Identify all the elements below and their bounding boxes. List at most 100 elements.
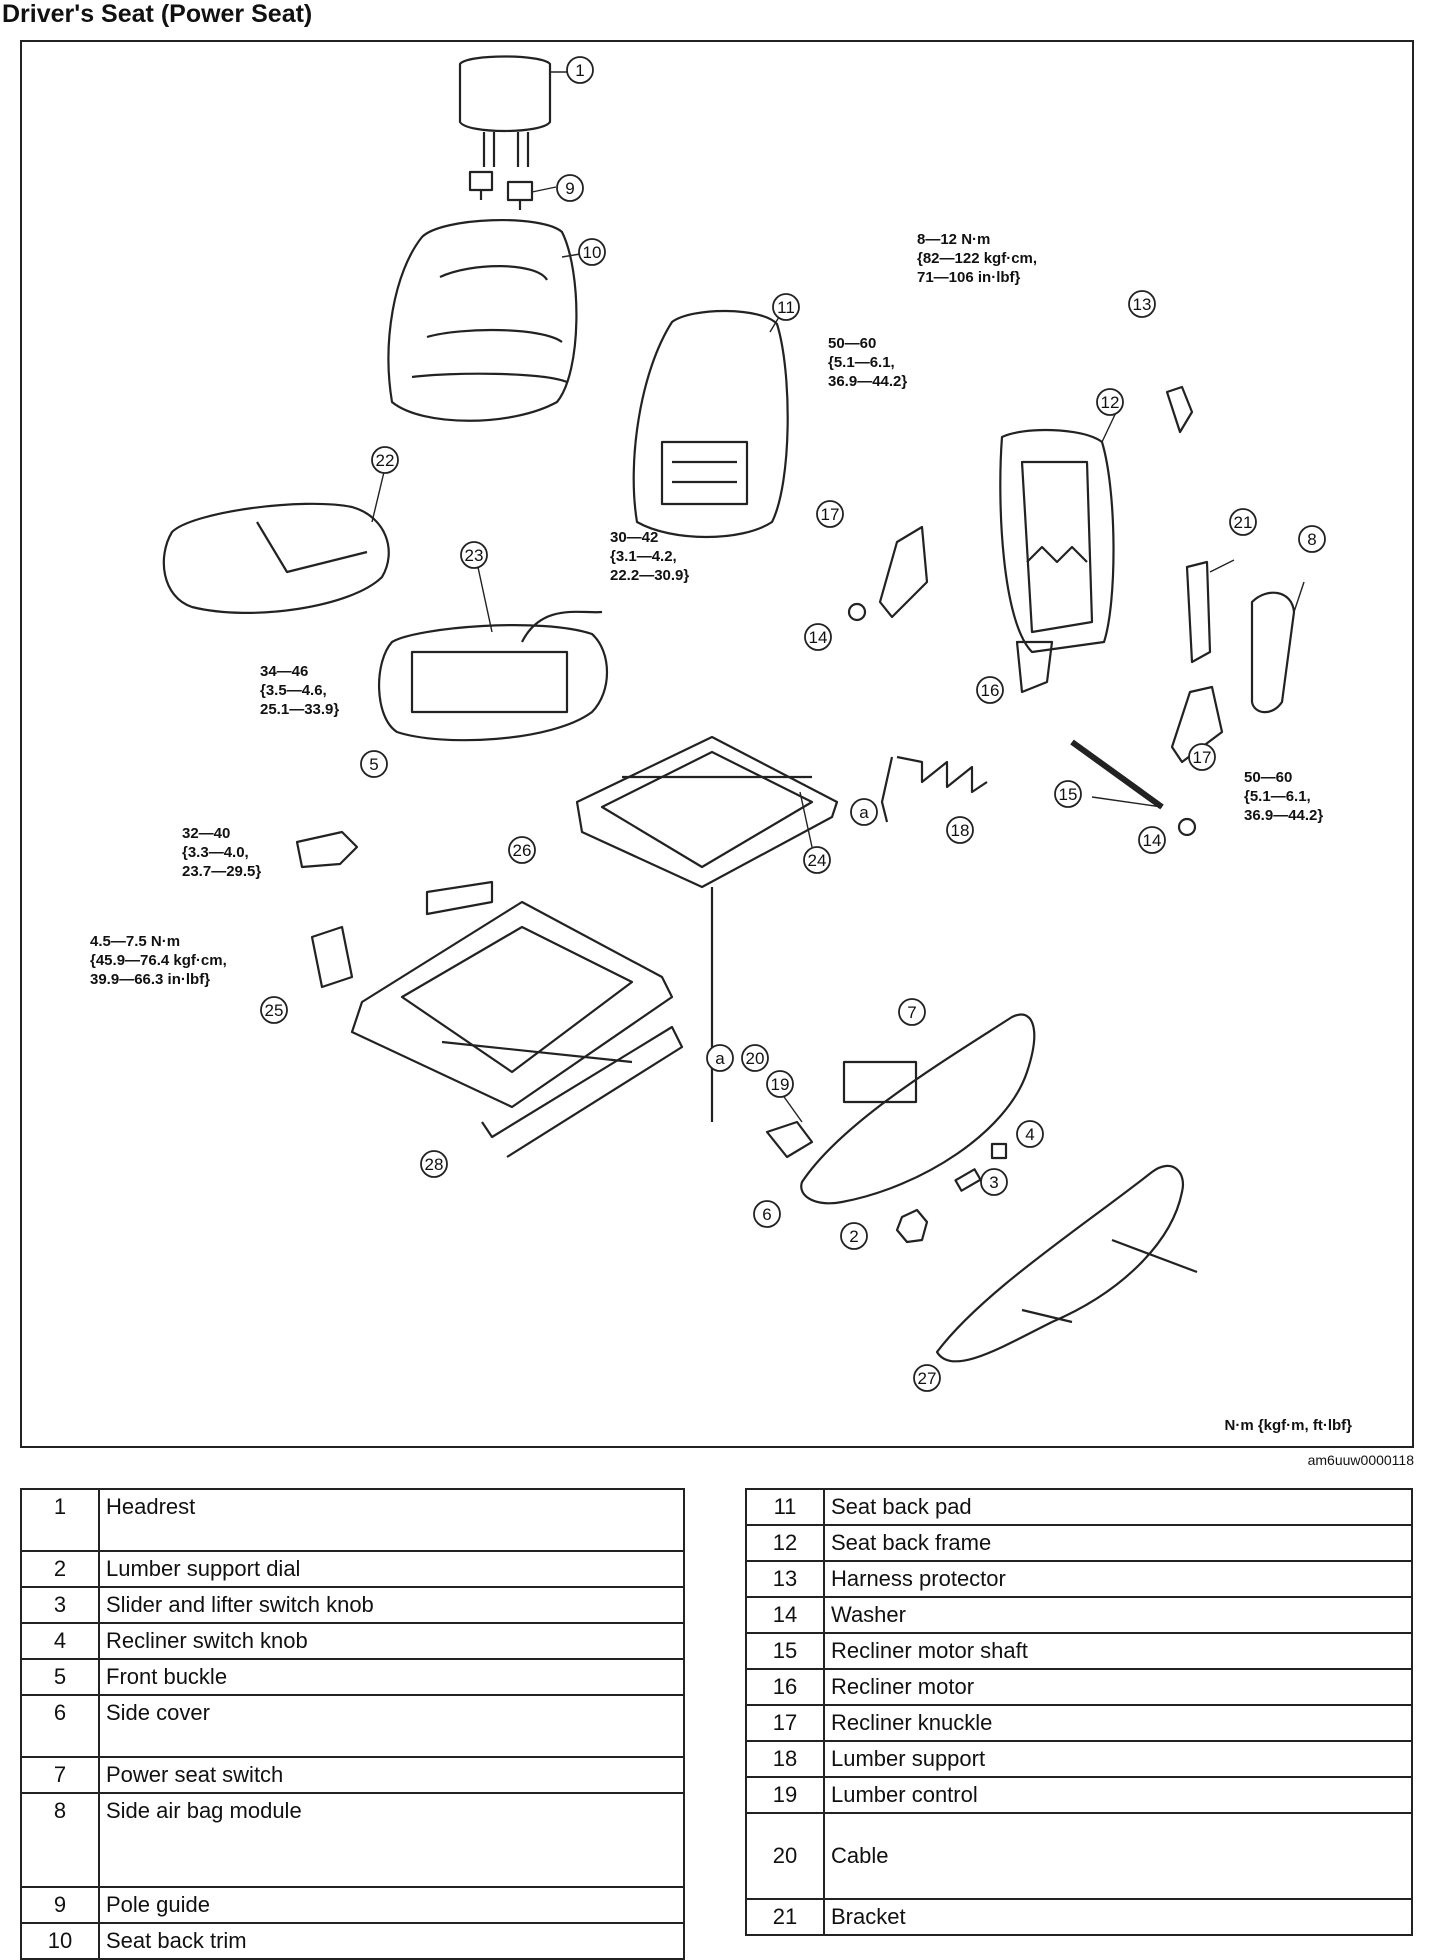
pole-guide-part xyxy=(468,170,534,210)
callout-22: 22 xyxy=(371,446,399,474)
recliner-switch-knob-part xyxy=(990,1142,1008,1160)
svg-text:21: 21 xyxy=(1234,513,1253,532)
seat-back-frame-part xyxy=(999,428,1115,654)
seat-cushion-part xyxy=(162,502,390,614)
recliner-motor-shaft-part xyxy=(1070,739,1164,810)
callout-26: 26 xyxy=(508,836,536,864)
callout-2: 2 xyxy=(840,1222,868,1250)
page-title: Driver's Seat (Power Seat) xyxy=(2,0,313,28)
bracket-part xyxy=(1185,560,1212,664)
callout-24: 24 xyxy=(803,846,831,874)
svg-text:8: 8 xyxy=(1307,530,1316,549)
callout-19: 19 xyxy=(766,1070,794,1098)
svg-text:16: 16 xyxy=(981,681,1000,700)
washer-part-right xyxy=(1177,817,1197,837)
callout-6: 6 xyxy=(753,1200,781,1228)
svg-text:6: 6 xyxy=(762,1205,771,1224)
torque-spec-cushion-frame: 30—42{3.1—4.2,22.2—30.9} xyxy=(610,529,690,584)
torque-spec-power-seat-motor: 4.5—7.5 N·m{45.9—76.4 kgf·cm,39.9—66.3 i… xyxy=(90,933,227,988)
callout-5: 5 xyxy=(360,750,388,778)
torque-spec-front-buckle: 34—46{3.5—4.6,25.1—33.9} xyxy=(260,663,340,718)
callout-11: 11 xyxy=(772,293,800,321)
seat-exploded-view: 1 9 10 11 13 12 22 23 17 21 8 14 16 17 5… xyxy=(162,55,1326,1392)
svg-text:18: 18 xyxy=(951,821,970,840)
svg-text:14: 14 xyxy=(1143,831,1162,850)
callout-3: 3 xyxy=(980,1168,1008,1196)
callout-18: 18 xyxy=(946,816,974,844)
svg-text:14: 14 xyxy=(809,628,828,647)
callout-12: 12 xyxy=(1096,388,1124,416)
callout-14a: 14 xyxy=(804,623,832,651)
side-cover-part xyxy=(800,1013,1036,1205)
torque-spec-recliner-left: 50—60{5.1—6.1,36.9—44.2} xyxy=(828,335,908,390)
torque-spec-buckle-bracket: 32—40{3.3—4.0,23.7—29.5} xyxy=(182,825,262,880)
svg-text:19: 19 xyxy=(771,1075,790,1094)
washer-part-left xyxy=(847,602,867,622)
power-seat-switch-part xyxy=(842,1060,918,1104)
recliner-knuckle-part-left xyxy=(878,525,929,619)
seat-back-trim-part xyxy=(387,219,578,422)
callout-a2: a xyxy=(706,1044,734,1072)
svg-text:3: 3 xyxy=(989,1173,998,1192)
svg-text:13: 13 xyxy=(1133,295,1152,314)
svg-text:27: 27 xyxy=(918,1369,937,1388)
torque-spec-recliner-right: 50—60{5.1—6.1,36.9—44.2} xyxy=(1244,769,1324,824)
callout-20: 20 xyxy=(741,1044,769,1072)
callout-10: 10 xyxy=(578,238,606,266)
callout-1: 1 xyxy=(566,56,594,84)
side-shield-part xyxy=(935,1164,1185,1363)
seat-track-part xyxy=(350,900,684,1158)
svg-text:1: 1 xyxy=(575,61,584,80)
callout-17b: 17 xyxy=(1188,743,1216,771)
svg-text:20: 20 xyxy=(746,1049,765,1068)
callout-9: 9 xyxy=(556,174,584,202)
lumber-support-part xyxy=(896,755,988,794)
svg-text:22: 22 xyxy=(376,451,395,470)
callout-14b: 14 xyxy=(1138,826,1166,854)
svg-text:26: 26 xyxy=(513,841,532,860)
headrest-part xyxy=(458,55,552,167)
lumber-control-part xyxy=(765,1120,814,1159)
svg-text:12: 12 xyxy=(1101,393,1120,412)
power-seat-motor-part xyxy=(310,925,354,989)
svg-text:10: 10 xyxy=(583,243,602,262)
svg-text:28: 28 xyxy=(425,1155,444,1174)
svg-text:25: 25 xyxy=(265,1001,284,1020)
svg-text:5: 5 xyxy=(369,755,378,774)
svg-text:11: 11 xyxy=(777,298,795,317)
callout-17a: 17 xyxy=(816,500,844,528)
slider-lifter-knob-part xyxy=(954,1168,982,1192)
callout-16: 16 xyxy=(976,676,1004,704)
svg-text:2: 2 xyxy=(849,1227,858,1246)
callout-21: 21 xyxy=(1229,508,1257,536)
svg-text:7: 7 xyxy=(907,1003,916,1022)
callout-13: 13 xyxy=(1128,290,1156,318)
svg-text:23: 23 xyxy=(465,546,484,565)
recliner-motor-part xyxy=(1015,640,1054,694)
figure-id: am6uuw0000118 xyxy=(1307,1452,1414,1468)
svg-text:4: 4 xyxy=(1025,1125,1034,1144)
svg-text:a: a xyxy=(715,1049,725,1068)
unit-legend: N·m {kgf·m, ft·lbf} xyxy=(1224,1417,1353,1434)
callout-7: 7 xyxy=(898,998,926,1026)
callout-a1: a xyxy=(850,798,878,826)
callout-28: 28 xyxy=(420,1150,448,1178)
seat-back-pad-part xyxy=(632,309,789,539)
